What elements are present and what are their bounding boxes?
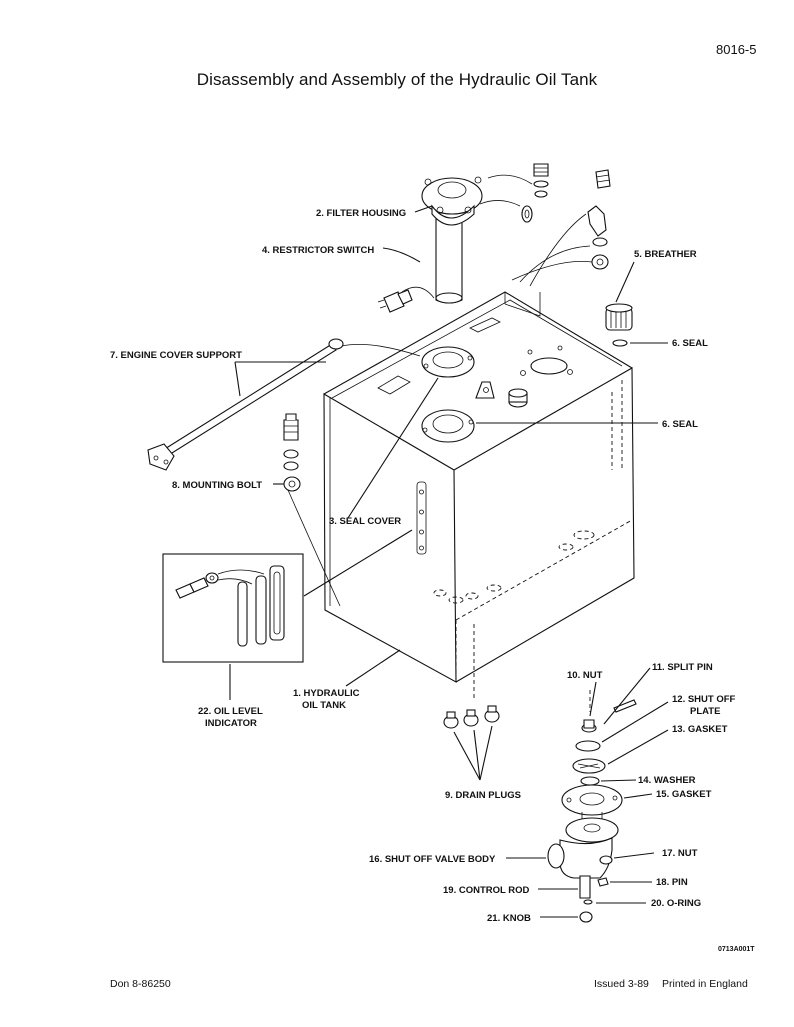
filter-fixings: [479, 163, 549, 223]
label-nut-17: 17. NUT: [662, 848, 698, 859]
label-control-rod: 19. CONTROL ROD: [443, 885, 530, 896]
label-o-ring: 20. O-RING: [651, 898, 701, 909]
page-title: Disassembly and Assembly of the Hydrauli…: [196, 70, 598, 89]
label-hydraulic-oil-tank-line2: OIL TANK: [302, 700, 346, 711]
issued-date: Issued 3-89: [594, 978, 649, 990]
label-seal-cover: 3. SEAL COVER: [329, 516, 401, 527]
label-filter-housing: 2. FILTER HOUSING: [316, 208, 406, 219]
label-shut-off-plate-line2: PLATE: [690, 706, 720, 717]
label-oil-level-indicator-line2: INDICATOR: [205, 718, 257, 729]
label-restrictor-switch: 4. RESTRICTOR SWITCH: [262, 245, 374, 256]
engine-cover-support: [147, 338, 421, 471]
page-number: 8016-5: [716, 42, 757, 57]
restrictor-switch: [377, 286, 435, 313]
document-number: Don 8-86250: [110, 978, 171, 990]
label-shut-off-valve-body: 16. SHUT OFF VALVE BODY: [369, 854, 496, 865]
breather: [605, 303, 633, 347]
oil-level-indicator-inset: [162, 553, 304, 663]
label-washer: 14. WASHER: [638, 775, 696, 786]
printed-in: Printed in England: [662, 978, 748, 990]
label-mounting-bolt: 8. MOUNTING BOLT: [172, 480, 262, 491]
shut-off-valve-assembly: [547, 690, 637, 923]
breather-stack: [511, 169, 611, 287]
label-nut-10: 10. NUT: [567, 670, 603, 681]
label-engine-cover-support: 7. ENGINE COVER SUPPORT: [110, 350, 242, 361]
label-drain-plugs: 9. DRAIN PLUGS: [445, 790, 521, 801]
mounting-bolt: [283, 413, 341, 607]
drain-plugs: [443, 624, 500, 729]
label-knob: 21. KNOB: [487, 913, 531, 924]
drawing-code: 0713A001T: [718, 946, 755, 953]
hydraulic-oil-tank: [323, 291, 635, 683]
label-seal-lower: 6. SEAL: [662, 419, 698, 430]
label-pin: 18. PIN: [656, 877, 688, 888]
filter-housing: [421, 176, 483, 304]
label-gasket-13: 13. GASKET: [672, 724, 728, 735]
seal-cover-flange: [421, 346, 475, 378]
label-breather: 5. BREATHER: [634, 249, 697, 260]
seal-flange: [421, 409, 475, 443]
label-oil-level-indicator-line1: 22. OIL LEVEL: [198, 706, 263, 717]
leader-lines: [229, 205, 669, 918]
label-gasket-15: 15. GASKET: [656, 789, 712, 800]
label-seal-upper: 6. SEAL: [672, 338, 708, 349]
label-shut-off-plate-line1: 12. SHUT OFF: [672, 694, 736, 705]
label-split-pin: 11. SPLIT PIN: [652, 662, 713, 673]
label-hydraulic-oil-tank-line1: 1. HYDRAULIC: [293, 688, 360, 699]
